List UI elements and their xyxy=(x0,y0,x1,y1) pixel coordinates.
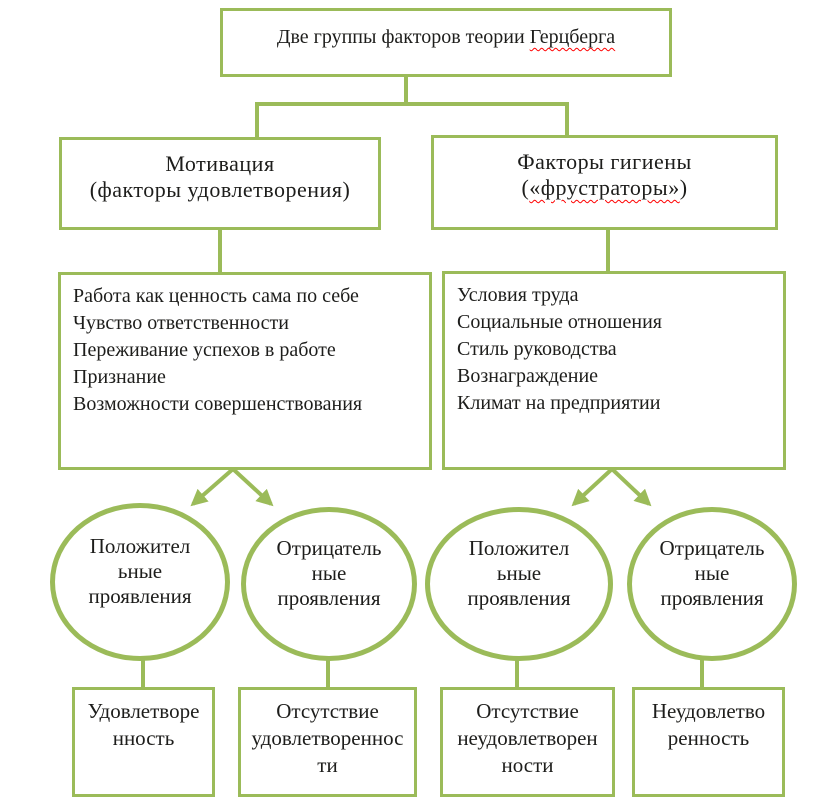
circle-text-line: Положител xyxy=(468,535,570,560)
circle-negative-manifestations-motivation: Отрицатель ные проявления xyxy=(241,507,417,661)
outcome-text-line: Отсутствие xyxy=(276,699,379,723)
circle-text-line: проявления xyxy=(88,583,192,608)
outcome-absence-of-dissatisfaction-box: Отсутствие неудовлетворен ности xyxy=(440,687,615,797)
motivation-heading-box: Мотивация (факторы удовлетворения) xyxy=(59,137,381,230)
factor-item: Переживание успехов в работе xyxy=(73,339,336,361)
outcome-text-line: ти xyxy=(317,753,338,777)
outcome-text-line: Неудовлетво xyxy=(651,699,766,723)
outcome-satisfaction-box: Удовлетворе нность xyxy=(72,687,215,797)
title-text-before: Две группы факторов теории xyxy=(276,26,530,48)
title-box: Две группы факторов теории Герцберга xyxy=(220,8,672,77)
hygiene-heading-line1: Факторы гигиены xyxy=(517,149,692,174)
circle-text-line: ьные xyxy=(117,558,163,583)
title-text: Две группы факторов теории Герцберга xyxy=(277,26,615,48)
outcome-text-line: Отсутствие xyxy=(476,699,579,723)
outcome-text-line: нность xyxy=(112,726,175,750)
factor-item: Условия труда xyxy=(457,284,579,306)
outcome-text-line: неудовлетворен xyxy=(457,726,598,750)
outcome-dissatisfaction-box: Неудовлетво ренность xyxy=(632,687,785,797)
hygiene-heading-line2: («фрустраторы») xyxy=(434,175,775,201)
circle-text-line: Отрицатель xyxy=(276,535,382,560)
circle-text-line: ьные xyxy=(496,560,542,585)
factor-item: Социальные отношения xyxy=(457,311,662,333)
outcome-text-line: удовлетвореннос xyxy=(251,726,404,750)
circle-text-line: проявления xyxy=(467,585,571,610)
outcome-text-line: ности xyxy=(501,753,554,777)
factor-item: Признание xyxy=(73,366,166,388)
motivation-heading-line1: Мотивация xyxy=(165,151,275,176)
circle-text-line: Отрицатель xyxy=(659,535,765,560)
factor-item: Возможности совершенствования xyxy=(73,393,363,415)
factor-item: Стиль руководства xyxy=(457,338,617,360)
outcome-absence-of-satisfaction-box: Отсутствие удовлетвореннос ти xyxy=(238,687,417,797)
hygiene-heading-close-paren: ) xyxy=(679,175,688,200)
factor-item: Климат на предприятии xyxy=(457,392,661,414)
factor-item: Вознаграждение xyxy=(457,365,599,387)
motivation-heading-line2: (факторы удовлетворения) xyxy=(89,177,351,202)
hygiene-factors-list: Условия труда Социальные отношения Стиль… xyxy=(442,271,786,470)
circle-text-line: ные xyxy=(311,560,347,585)
hygiene-misspelled-word: «фрустраторы» xyxy=(529,175,680,200)
circle-text-line: проявления xyxy=(277,585,381,610)
motivation-factors-list: Работа как ценность сама по себе Чувство… xyxy=(58,272,432,470)
hygiene-heading-open-paren: ( xyxy=(521,175,530,200)
factor-item: Чувство ответственности xyxy=(73,312,289,334)
circle-text-line: Положител xyxy=(89,533,191,558)
circle-positive-manifestations-hygiene: Положител ьные проявления xyxy=(425,507,613,661)
circle-negative-manifestations-hygiene: Отрицатель ные проявления xyxy=(627,507,797,661)
circle-text-line: проявления xyxy=(660,585,764,610)
title-misspelled-word: Герцберга xyxy=(529,26,616,48)
circle-text-line: ные xyxy=(694,560,730,585)
outcome-text-line: ренность xyxy=(667,726,750,750)
factor-item: Работа как ценность сама по себе xyxy=(73,285,359,307)
circle-positive-manifestations-motivation: Положител ьные проявления xyxy=(50,503,230,661)
hygiene-heading-box: Факторы гигиены («фрустраторы») xyxy=(431,135,778,230)
outcome-text-line: Удовлетворе xyxy=(87,699,200,723)
